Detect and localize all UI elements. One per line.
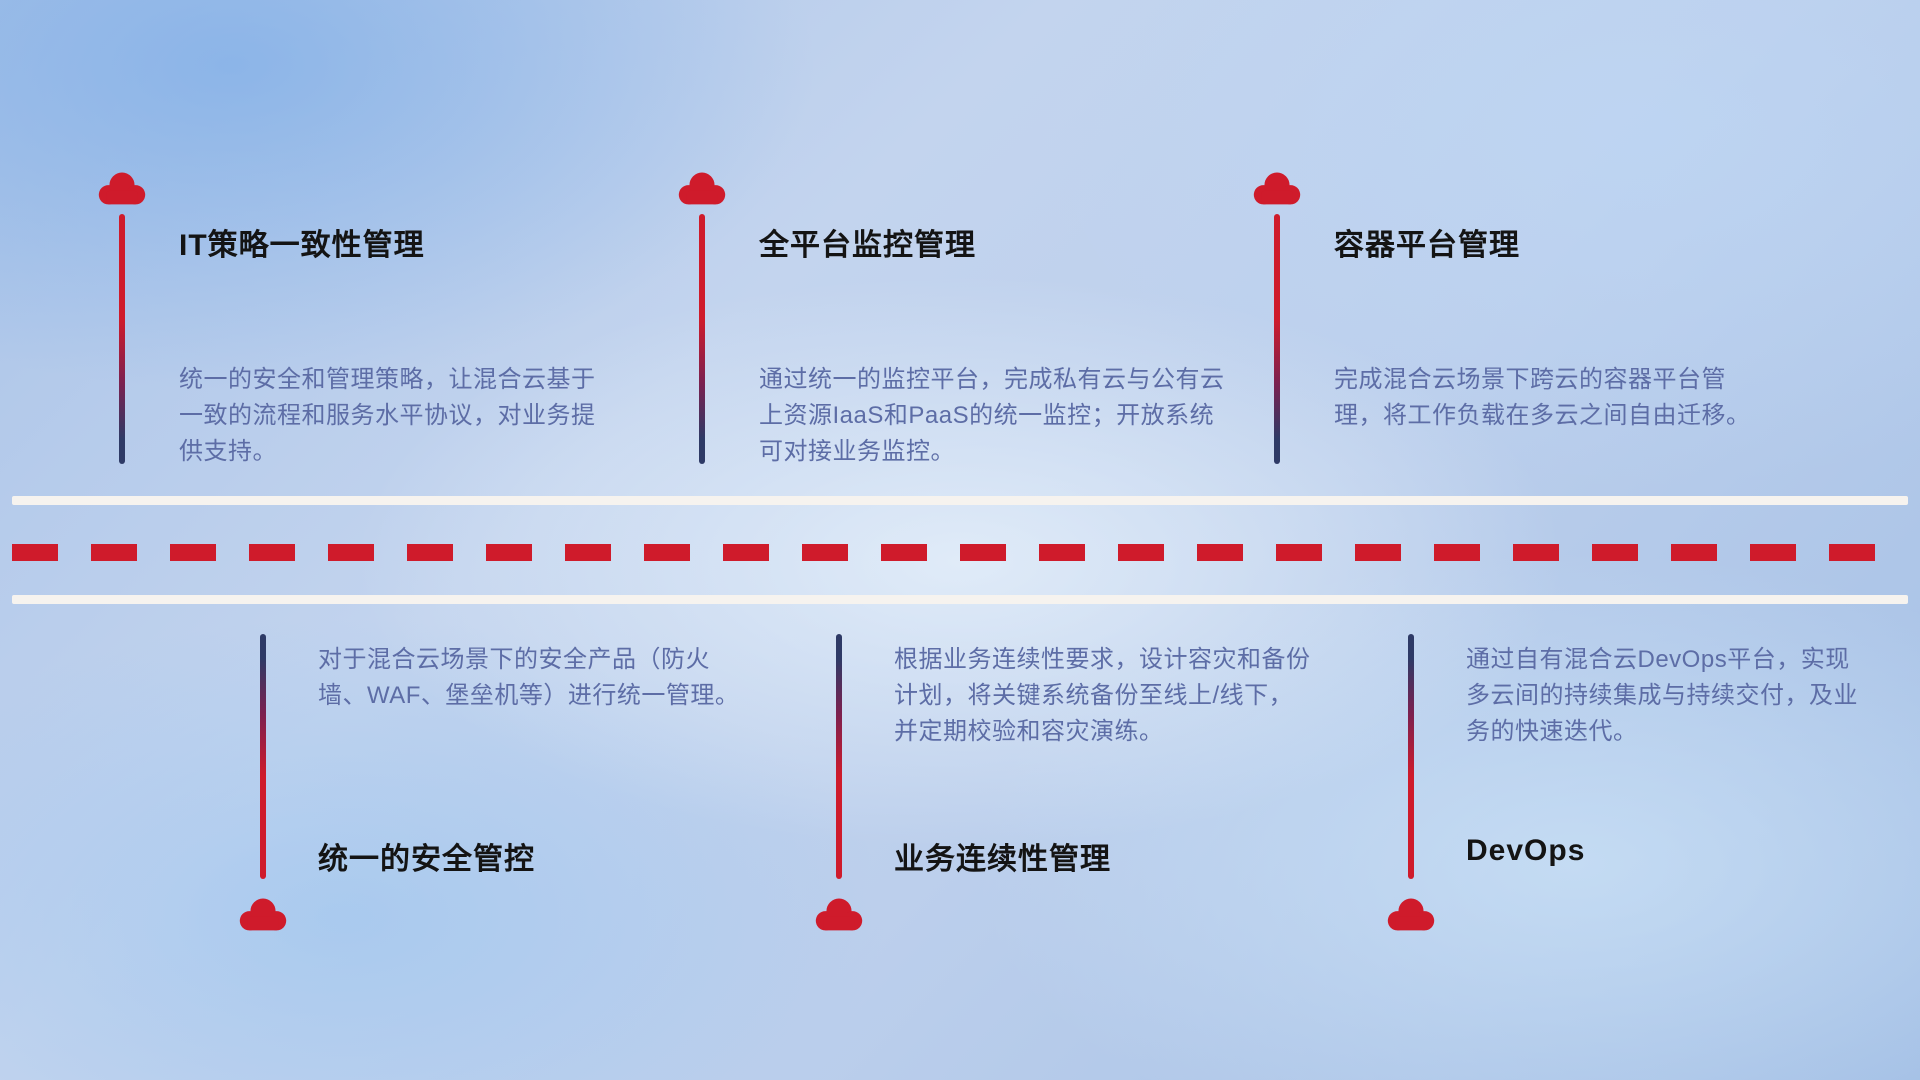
cloud-icon (1382, 894, 1440, 934)
item-description: 统一的安全和管理策略，让混合云基于一致的流程和服务水平协议，对业务提供支持。 (179, 366, 596, 465)
connector-line (1408, 634, 1414, 879)
connector-line (260, 634, 266, 879)
item-title: 统一的安全管控 (318, 843, 535, 876)
connector-line (119, 214, 125, 464)
road-top-line (12, 496, 1908, 505)
item-description: 对于混合云场景下的安全产品（防火墙、WAF、堡垒机等）进行统一管理。 (318, 646, 740, 709)
cloud-icon (673, 168, 731, 208)
connector-line (699, 214, 705, 464)
item-title: IT策略一致性管理 (179, 229, 425, 262)
item-title: 容器平台管理 (1334, 229, 1520, 262)
cloud-icon (234, 894, 292, 934)
item-description: 完成混合云场景下跨云的容器平台管理，将工作负载在多云之间自由迁移。 (1334, 366, 1751, 429)
item-description: 通过自有混合云DevOps平台，实现多云间的持续集成与持续交付，及业务的快速迭代… (1466, 646, 1858, 745)
item-title: 业务连续性管理 (894, 843, 1111, 876)
road-bottom-line (12, 595, 1908, 604)
connector-line (836, 634, 842, 879)
item-description: 根据业务连续性要求，设计容灾和备份计划，将关键系统备份至线上/线下，并定期校验和… (894, 646, 1311, 745)
connector-line (1274, 214, 1280, 464)
road-center-dashed-line (12, 544, 1908, 561)
item-title: 全平台监控管理 (759, 229, 976, 262)
cloud-icon (1248, 168, 1306, 208)
cloud-icon (93, 168, 151, 208)
item-title: DevOps (1466, 834, 1586, 867)
item-description: 通过统一的监控平台，完成私有云与公有云上资源IaaS和PaaS的统一监控；开放系… (759, 366, 1225, 465)
cloud-icon (810, 894, 868, 934)
